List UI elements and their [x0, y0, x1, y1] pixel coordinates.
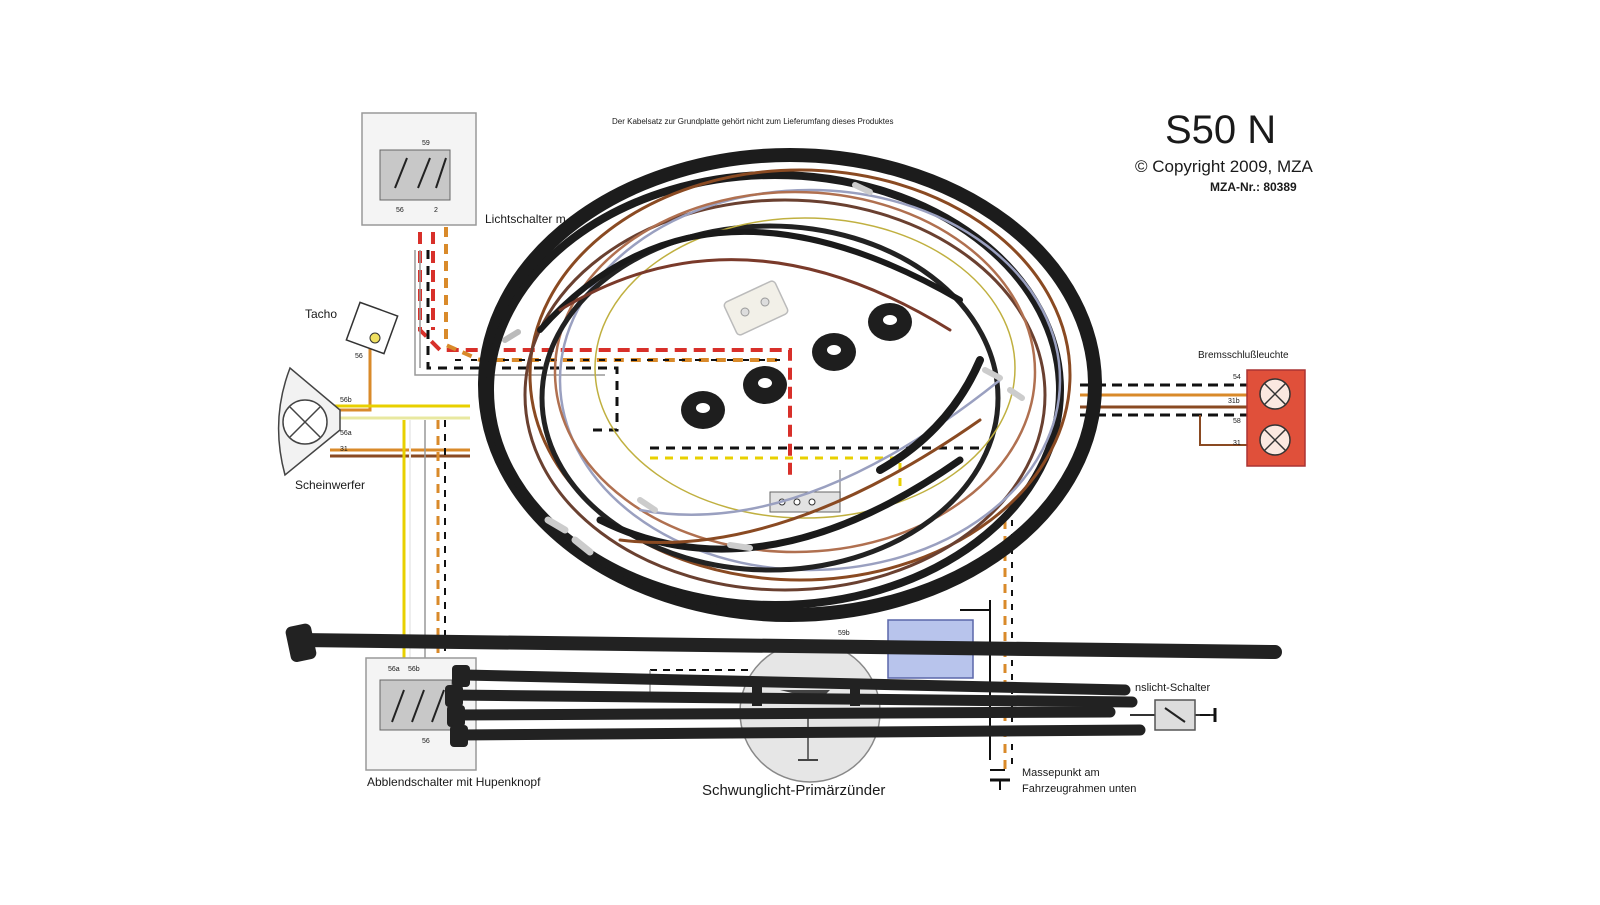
terminal-59b: 59b [838, 630, 850, 637]
part-number: MZA-Nr.: 80389 [1210, 180, 1297, 194]
terminal-54: 54 [1233, 374, 1241, 381]
terminal-56b: 56b [340, 397, 352, 404]
cable-harness [478, 148, 1102, 622]
terminal-56: 56 [396, 207, 404, 214]
lustre-terminal [723, 280, 789, 336]
terminal-56-dim: 56 [422, 738, 430, 745]
diagram-wires [330, 118, 1250, 790]
terminal-59: 59 [422, 140, 430, 147]
terminal-56-tacho: 56 [355, 353, 363, 360]
dimmer-switch-box [365, 657, 477, 771]
scope-note: Der Kabelsatz zur Grundplatte gehört nic… [612, 117, 894, 126]
terminal-56b-dim: 56b [408, 666, 420, 673]
terminal-31-brake: 31 [1233, 440, 1241, 447]
cable-tie [454, 724, 1146, 741]
cable-ties [285, 623, 1282, 747]
label-tacho: Tacho [305, 307, 338, 321]
terminal-58: 58 [1233, 418, 1241, 425]
headlight [277, 366, 341, 477]
label-light-switch: Lichtschalter m [485, 212, 566, 226]
grommet [812, 333, 856, 371]
label-ground-point-2: Fahrzeugrahmen unten [1022, 783, 1137, 795]
terminal-2: 2 [434, 207, 438, 214]
grommet [868, 303, 912, 341]
rubber-grommets [681, 303, 912, 429]
terminal-31: 31 [340, 446, 348, 453]
tacho-gauge [345, 301, 399, 355]
cable-tie [293, 633, 1282, 659]
copyright-text: © Copyright 2009, MZA [1135, 157, 1313, 176]
label-brake-switch: nslicht-Schalter [1135, 682, 1211, 694]
label-ignition: Schwunglicht-Primärzünder [702, 782, 886, 799]
grommet [743, 366, 787, 404]
brake-switch [1154, 699, 1196, 731]
label-dimmer-switch: Abblendschalter mit Hupenknopf [367, 775, 541, 789]
diagram-title: S50 N [1165, 108, 1277, 152]
terminal-31b: 31b [1228, 398, 1240, 405]
terminal-56a: 56a [340, 430, 352, 437]
cable-tie [459, 669, 1131, 696]
label-brake-light: Bremsschlußleuchte [1198, 350, 1289, 361]
cable-tie [446, 689, 1138, 708]
grommet [681, 391, 725, 429]
terminal-56a-dim: 56a [388, 666, 400, 673]
cable-tie-head [285, 623, 317, 662]
label-headlight: Scheinwerfer [295, 478, 366, 492]
brake-light [1246, 369, 1306, 467]
cable-tie [449, 706, 1116, 721]
light-switch-box [361, 112, 477, 226]
label-ground-point-1: Massepunkt am [1022, 767, 1100, 779]
